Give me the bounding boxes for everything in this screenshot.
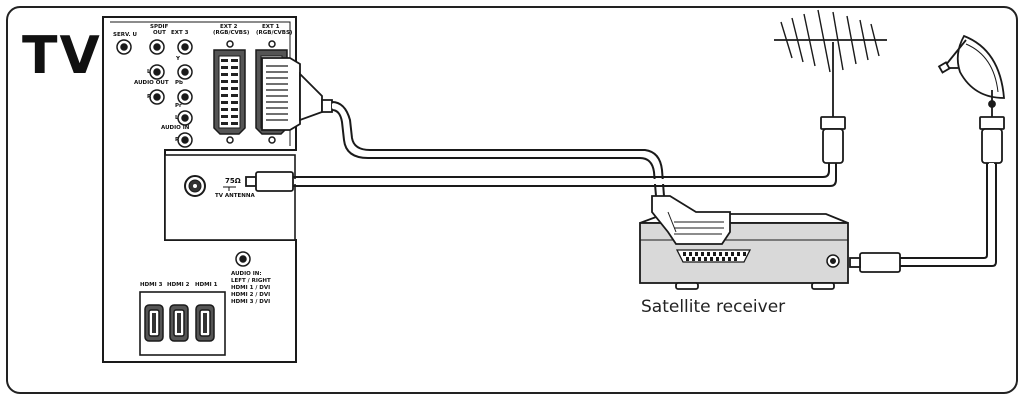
y-label: Y (175, 56, 181, 62)
terrestrial-antenna-icon (774, 9, 887, 117)
hdmi-ports (144, 304, 215, 342)
rca-jacks (116, 39, 193, 148)
serv-u-label: SERV. U (113, 32, 137, 38)
hdmi2-label: HDMI 2 (167, 282, 190, 288)
satellite-dish-icon (937, 34, 1005, 117)
ext3-label: EXT 3 (171, 30, 189, 36)
tv-title: TV (22, 26, 102, 86)
coax-plug-receiver (849, 252, 901, 273)
coax-plug-tv (245, 171, 294, 192)
hdmi-audio-jack (235, 251, 251, 267)
dish-plug (979, 116, 1005, 164)
spdif-out-label: OUT (153, 30, 166, 36)
ext2-label: EXT 2 (220, 24, 238, 30)
audio-out-label: AUDIO OUT (134, 80, 169, 86)
hdmi-audio-hdmi2: HDMI 2 / DVI (231, 292, 270, 298)
tv-antenna-label: TV ANTENNA (215, 193, 255, 199)
receiver-scart-pins (683, 252, 746, 261)
hdmi-audio-hdmi1: HDMI 1 / DVI (231, 285, 270, 291)
satellite-receiver-label: Satellite receiver (641, 297, 786, 317)
antenna-ohm-label: 75Ω (225, 177, 241, 185)
ext1-sub-label: (RGB/CVBS) (256, 30, 293, 36)
antenna-plug (820, 116, 846, 164)
spdif-label: SPDIF (150, 24, 169, 30)
scart-cable (331, 101, 665, 197)
scart-pins (221, 59, 238, 125)
scart-plug-receiver (651, 195, 731, 245)
audio-in-l-label: L (175, 115, 179, 121)
hdmi3-label: HDMI 3 (140, 282, 163, 288)
ext1-label: EXT 1 (262, 24, 280, 30)
hdmi-audio-left-right: LEFT / RIGHT (231, 278, 271, 284)
hdmi1-label: HDMI 1 (195, 282, 218, 288)
audio-in-r-label: R (175, 137, 180, 143)
audio-out-r-label: R (147, 94, 152, 100)
antenna-socket (184, 175, 206, 197)
scart-cable-fill (331, 103, 663, 197)
dish-cable (900, 163, 997, 267)
receiver-antenna-socket (826, 254, 840, 268)
audio-out-l-label: L (147, 69, 151, 75)
dish-cable-fill (900, 163, 994, 265)
pb-label: Pb (175, 80, 183, 86)
antenna-cable (293, 163, 837, 187)
audio-in-label: AUDIO IN (161, 125, 190, 131)
scart-plug-tv (261, 57, 333, 131)
antenna-cable-fill (293, 163, 835, 184)
ext2-sub-label: (RGB/CVBS) (213, 30, 250, 36)
diagram-frame (6, 6, 1018, 394)
scart-plug-tv-ribs (266, 65, 288, 121)
hdmi-audio-hdmi3: HDMI 3 / DVI (231, 299, 270, 305)
hdmi-audio-in-title: AUDIO IN: (231, 271, 262, 277)
pr-label: Pr (175, 103, 182, 109)
